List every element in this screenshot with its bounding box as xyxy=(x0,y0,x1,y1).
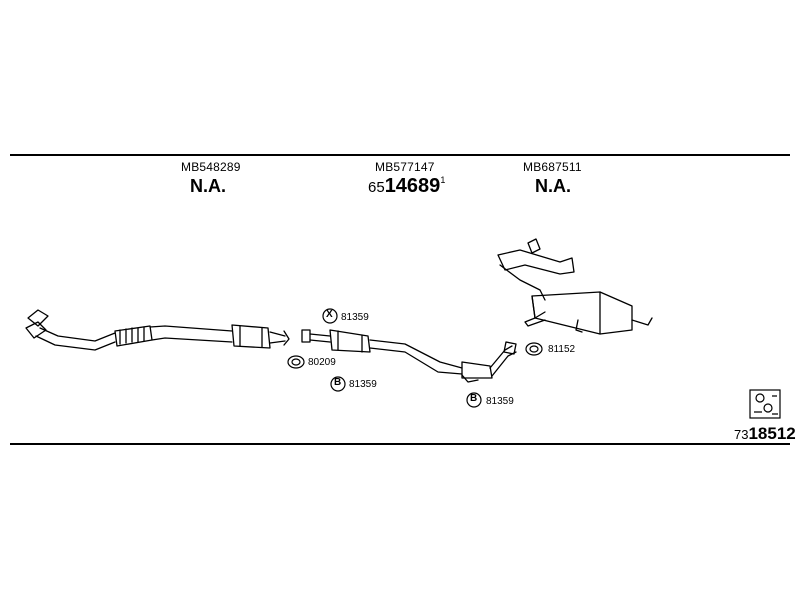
clamp-symbol-2 xyxy=(330,376,346,392)
middle-pipe xyxy=(301,329,517,383)
top-rule xyxy=(10,154,790,156)
rear-muffler xyxy=(497,238,653,335)
hw-symbol-4: B xyxy=(470,393,478,404)
front-pipe xyxy=(25,309,290,351)
hw-code-2: 80209 xyxy=(308,357,336,368)
part-number-3: MB687511 xyxy=(523,160,582,174)
part-number-1: MB548289 xyxy=(181,160,241,174)
hw-code-4: 81359 xyxy=(486,396,514,407)
gasket-icon xyxy=(287,355,305,369)
hw-symbol-1: X xyxy=(326,309,333,320)
footer-code-main: 18512 xyxy=(748,424,796,443)
gasket-icon-2 xyxy=(525,342,543,356)
hw-code-5: 81152 xyxy=(548,344,576,355)
mounting-kit-icon xyxy=(749,389,781,419)
status-3: N.A. xyxy=(535,176,571,196)
clamp-symbol-1 xyxy=(322,308,338,324)
status-1: N.A. xyxy=(190,176,226,196)
hw-symbol-3: B xyxy=(334,377,342,388)
part-number-2: MB577147 xyxy=(375,160,435,174)
footer-code: 7318512 xyxy=(734,424,796,444)
bottom-rule xyxy=(10,443,790,445)
hw-code-3: 81359 xyxy=(349,379,377,390)
footer-code-prefix: 73 xyxy=(734,427,749,442)
status-2-suffix: 1 xyxy=(440,175,446,185)
status-2-prefix: 65 xyxy=(368,179,385,196)
hw-code-1: 81359 xyxy=(341,312,369,323)
clamp-symbol-3 xyxy=(466,392,482,408)
status-2: 65146891 xyxy=(368,175,445,198)
status-2-main: 14689 xyxy=(384,175,441,197)
